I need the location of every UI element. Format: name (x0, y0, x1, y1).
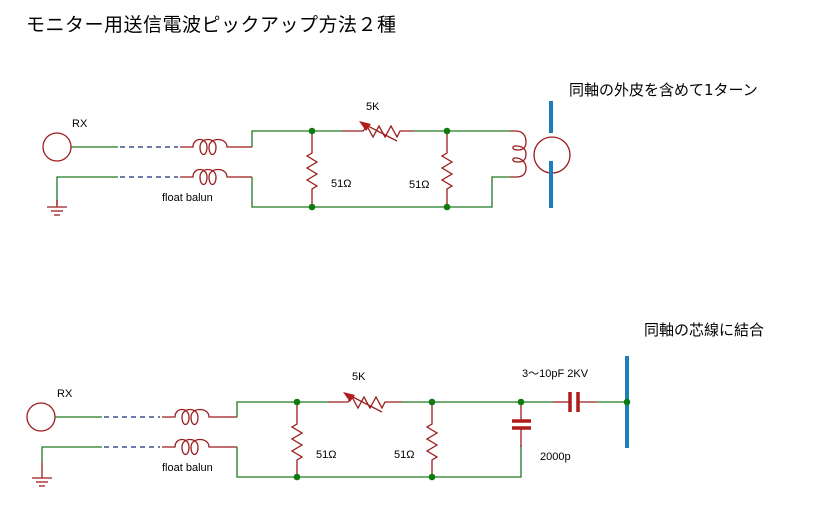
coupling-cap-label: 3〜10pF 2KV (522, 368, 589, 380)
bottom-junction-4 (623, 398, 631, 406)
bottom-rx-source (26, 402, 56, 432)
page-title: モニター用送信電波ピックアップ方法２種 (26, 14, 397, 36)
top-bottom-rail-wire (251, 176, 510, 208)
bottom-junction-3 (517, 398, 525, 406)
bottom-circuit (26, 356, 631, 487)
bottom-51ohm-label-1: 51Ω (316, 449, 337, 461)
top-junction-1 (308, 127, 316, 135)
top-rx-label: RX (72, 118, 88, 130)
top-circuit (42, 101, 571, 216)
top-rx-source (42, 132, 72, 162)
bottom-junction-2 (428, 398, 436, 406)
top-balun-label: float balun (162, 192, 213, 204)
bottom-51ohm-label-2: 51Ω (394, 449, 415, 461)
bottom-variable-resistor (328, 392, 402, 413)
bottom-junction-6 (428, 473, 436, 481)
bottom-balun-coil-2 (161, 438, 223, 456)
bottom-5k-label: 5K (352, 371, 366, 383)
top-circuit-note: 同軸の外皮を含めて1ターン (569, 81, 758, 99)
top-51ohm-label-1: 51Ω (331, 178, 352, 190)
bottom-balun-label: float balun (162, 462, 213, 474)
coupling-capacitor (553, 392, 596, 412)
top-balun-coil-2 (179, 168, 241, 186)
top-ground-symbol (46, 206, 68, 216)
top-ground-wire (56, 176, 118, 205)
top-junction-3 (308, 203, 316, 211)
bottom-junction-5 (293, 473, 301, 481)
top-5k-label: 5K (366, 101, 380, 113)
top-junction-4 (443, 203, 451, 211)
top-junction-2 (443, 127, 451, 135)
bottom-circuit-note: 同軸の芯線に結合 (644, 321, 765, 339)
shunt-cap-label: 2000p (540, 451, 571, 463)
bottom-junction-1 (293, 398, 301, 406)
shunt-capacitor (512, 402, 531, 447)
bottom-shunt-resistor-2 (426, 401, 438, 479)
bottom-shunt-resistor-1 (291, 401, 303, 479)
bottom-bottom-rail-wire (236, 445, 522, 478)
top-rail-wire (251, 130, 342, 147)
top-pickup-coil (510, 130, 527, 178)
top-51ohm-label-2: 51Ω (409, 179, 430, 191)
bottom-ground-wire (41, 446, 102, 462)
bottom-balun-coil-1 (161, 408, 223, 426)
top-shunt-resistor-2 (441, 130, 453, 208)
top-shunt-resistor-1 (306, 130, 318, 208)
top-balun-coil-1 (179, 138, 241, 156)
bottom-ground-symbol (31, 477, 53, 487)
bottom-rx-label: RX (57, 388, 73, 400)
top-variable-resistor (342, 121, 414, 142)
bottom-rail-wire (236, 401, 328, 417)
